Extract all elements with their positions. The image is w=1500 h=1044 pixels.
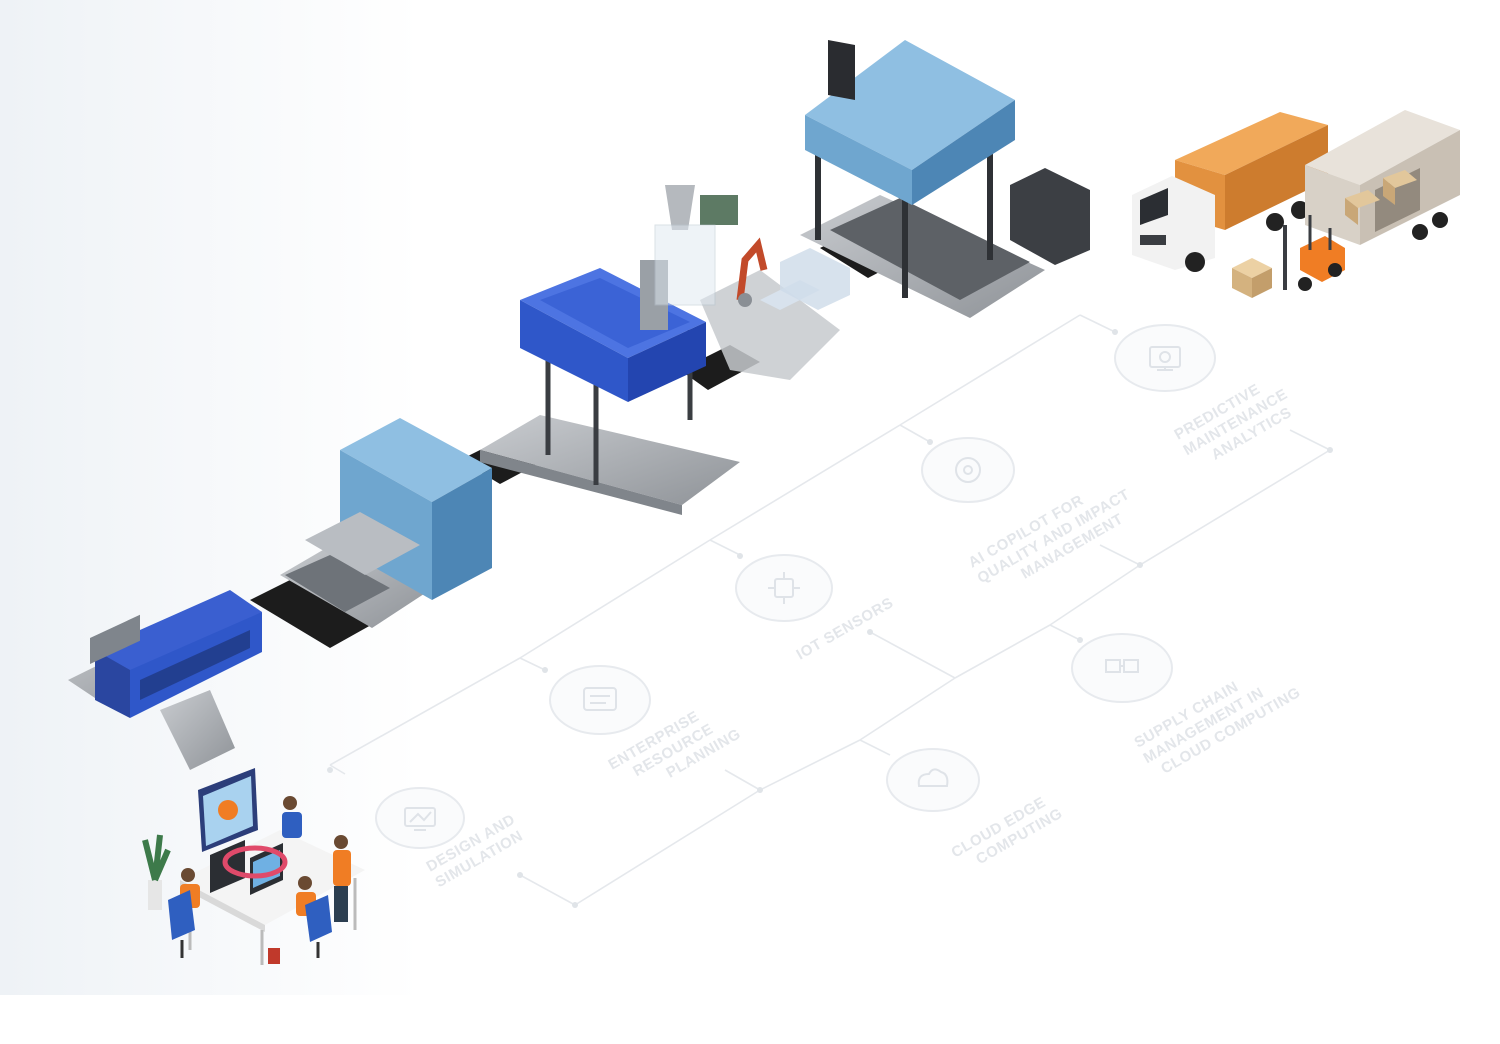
connector-line: [1049, 564, 1141, 626]
junction-dot: [927, 439, 933, 445]
connector-line: [329, 764, 346, 775]
junction-dot: [1137, 562, 1143, 568]
connector-line: [709, 424, 901, 541]
erp-icon: [583, 687, 617, 711]
large-press: [780, 40, 1090, 318]
connector-line: [329, 657, 521, 766]
connector-line: [724, 769, 761, 791]
junction-dot: [867, 629, 873, 635]
connector-line: [759, 739, 861, 791]
node-iot-sensors: IOT SENSORS: [735, 554, 897, 663]
design-simulation-icon: [404, 807, 436, 831]
robotic-loader: [68, 590, 262, 770]
predictive-maintenance-icon: [1149, 346, 1181, 371]
connector-line: [1079, 314, 1116, 333]
node-ring: [886, 748, 980, 812]
node-erp: ENTERPRISE RESOURCE PLANNING: [549, 665, 744, 782]
connector-line: [519, 874, 576, 906]
supply-chain-icon: [1105, 659, 1139, 673]
junction-dot: [1077, 637, 1083, 643]
junction-dot: [1327, 447, 1333, 453]
connector-line: [954, 624, 1051, 679]
bottom-band: [0, 995, 1500, 1044]
connector-line: [869, 631, 956, 679]
connector-line: [709, 539, 741, 556]
junction-dot: [542, 667, 548, 673]
connector-line: [1139, 449, 1331, 566]
cloud-edge-icon: [917, 768, 949, 787]
connector-line: [1099, 544, 1141, 566]
node-ai-copilot: AI COPILOT FOR QUALITY AND IMPACT MANAGE…: [921, 437, 1133, 587]
connector-line: [519, 539, 711, 659]
node-ring: [735, 554, 833, 622]
connector-line: [574, 789, 761, 906]
node-supply-chain: SUPPLY CHAIN MANAGEMENT IN CLOUD COMPUTI…: [1071, 633, 1304, 778]
node-ring: [549, 665, 651, 735]
node-ring: [1114, 324, 1216, 392]
junction-dot: [1112, 329, 1118, 335]
node-ring: [1071, 633, 1173, 703]
node-ring: [375, 787, 465, 849]
connector-line: [899, 424, 931, 443]
connector-line: [519, 657, 546, 671]
connector-line: [859, 677, 956, 741]
junction-dot: [757, 787, 763, 793]
hydraulic-press: [480, 268, 740, 515]
junction-dot: [737, 553, 743, 559]
junction-dot: [572, 902, 578, 908]
connector-line: [1049, 624, 1081, 641]
connector-line: [899, 314, 1081, 426]
connector-line: [1289, 429, 1331, 451]
junction-dot: [517, 872, 523, 878]
ai-copilot-icon: [955, 457, 981, 483]
node-ring: [921, 437, 1015, 503]
robot-arm-cell: [640, 185, 840, 380]
curing-oven: [280, 418, 492, 628]
node-cloud-edge: CLOUD EDGE COMPUTING: [886, 748, 1066, 868]
node-design-simulation: DESIGN AND SIMULATION: [375, 787, 526, 891]
design-office-team: [142, 768, 365, 965]
node-predictive-maintenance: PREDICTIVE MAINTENANCE ANALYTICS: [1114, 324, 1295, 464]
connector-network: [327, 314, 1333, 908]
logistics-truck-forklift: [1132, 110, 1460, 298]
junction-dot: [327, 767, 333, 773]
iot-sensors-icon: [768, 572, 800, 604]
connector-line: [859, 739, 891, 756]
